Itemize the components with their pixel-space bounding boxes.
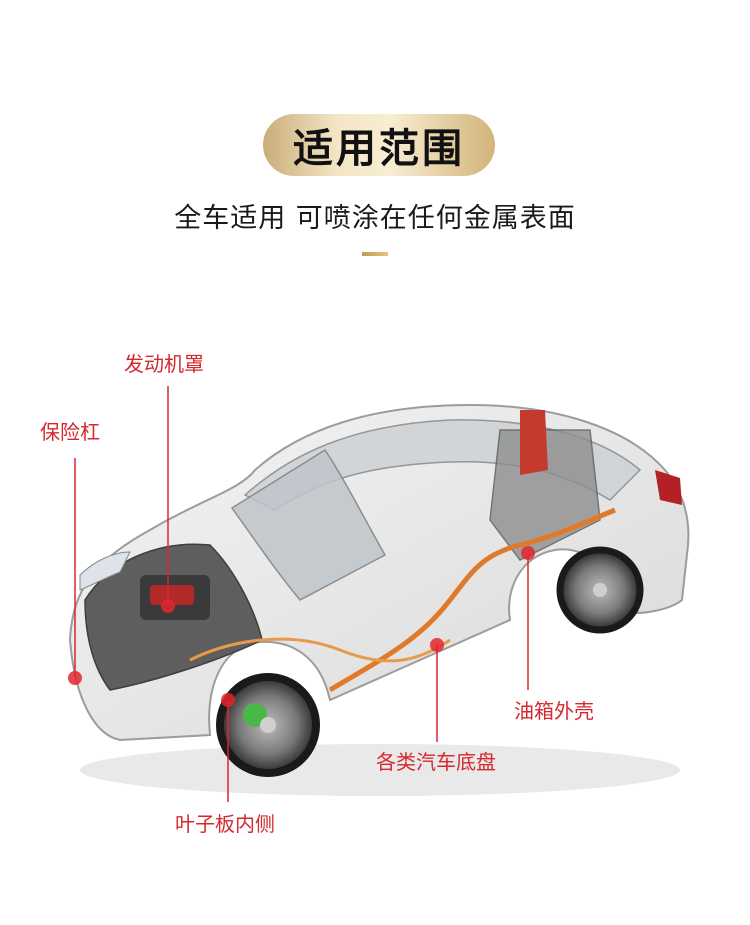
rear-hub (593, 583, 607, 597)
dot-bumper (68, 671, 82, 685)
callout-bumper: 保险杠 (40, 420, 100, 444)
rear-red-component (520, 410, 548, 475)
callout-engine-hood: 发动机罩 (124, 352, 204, 376)
dot-fuel-tank (521, 546, 535, 560)
car-cutaway-illustration (68, 386, 690, 802)
title-badge: 适用范围 (263, 114, 495, 176)
front-hub (260, 717, 276, 733)
engine-cover (150, 585, 194, 605)
callout-chassis: 各类汽车底盘 (376, 750, 496, 774)
headlight (79, 551, 131, 591)
tail-light (655, 470, 682, 505)
dot-engine-hood (161, 599, 175, 613)
page-subtitle: 全车适用 可喷涂在任何金属表面 (174, 203, 576, 234)
dot-fender (221, 693, 235, 707)
page-title: 适用范围 (293, 126, 465, 172)
callout-fuel-tank: 油箱外壳 (514, 699, 594, 723)
brake-line (189, 637, 451, 663)
windshield (230, 448, 387, 601)
callout-fender: 叶子板内侧 (175, 812, 275, 836)
fuel-line (328, 507, 616, 693)
accent-divider (362, 252, 388, 256)
front-brake-caliper (243, 703, 267, 727)
dot-chassis (430, 638, 444, 652)
